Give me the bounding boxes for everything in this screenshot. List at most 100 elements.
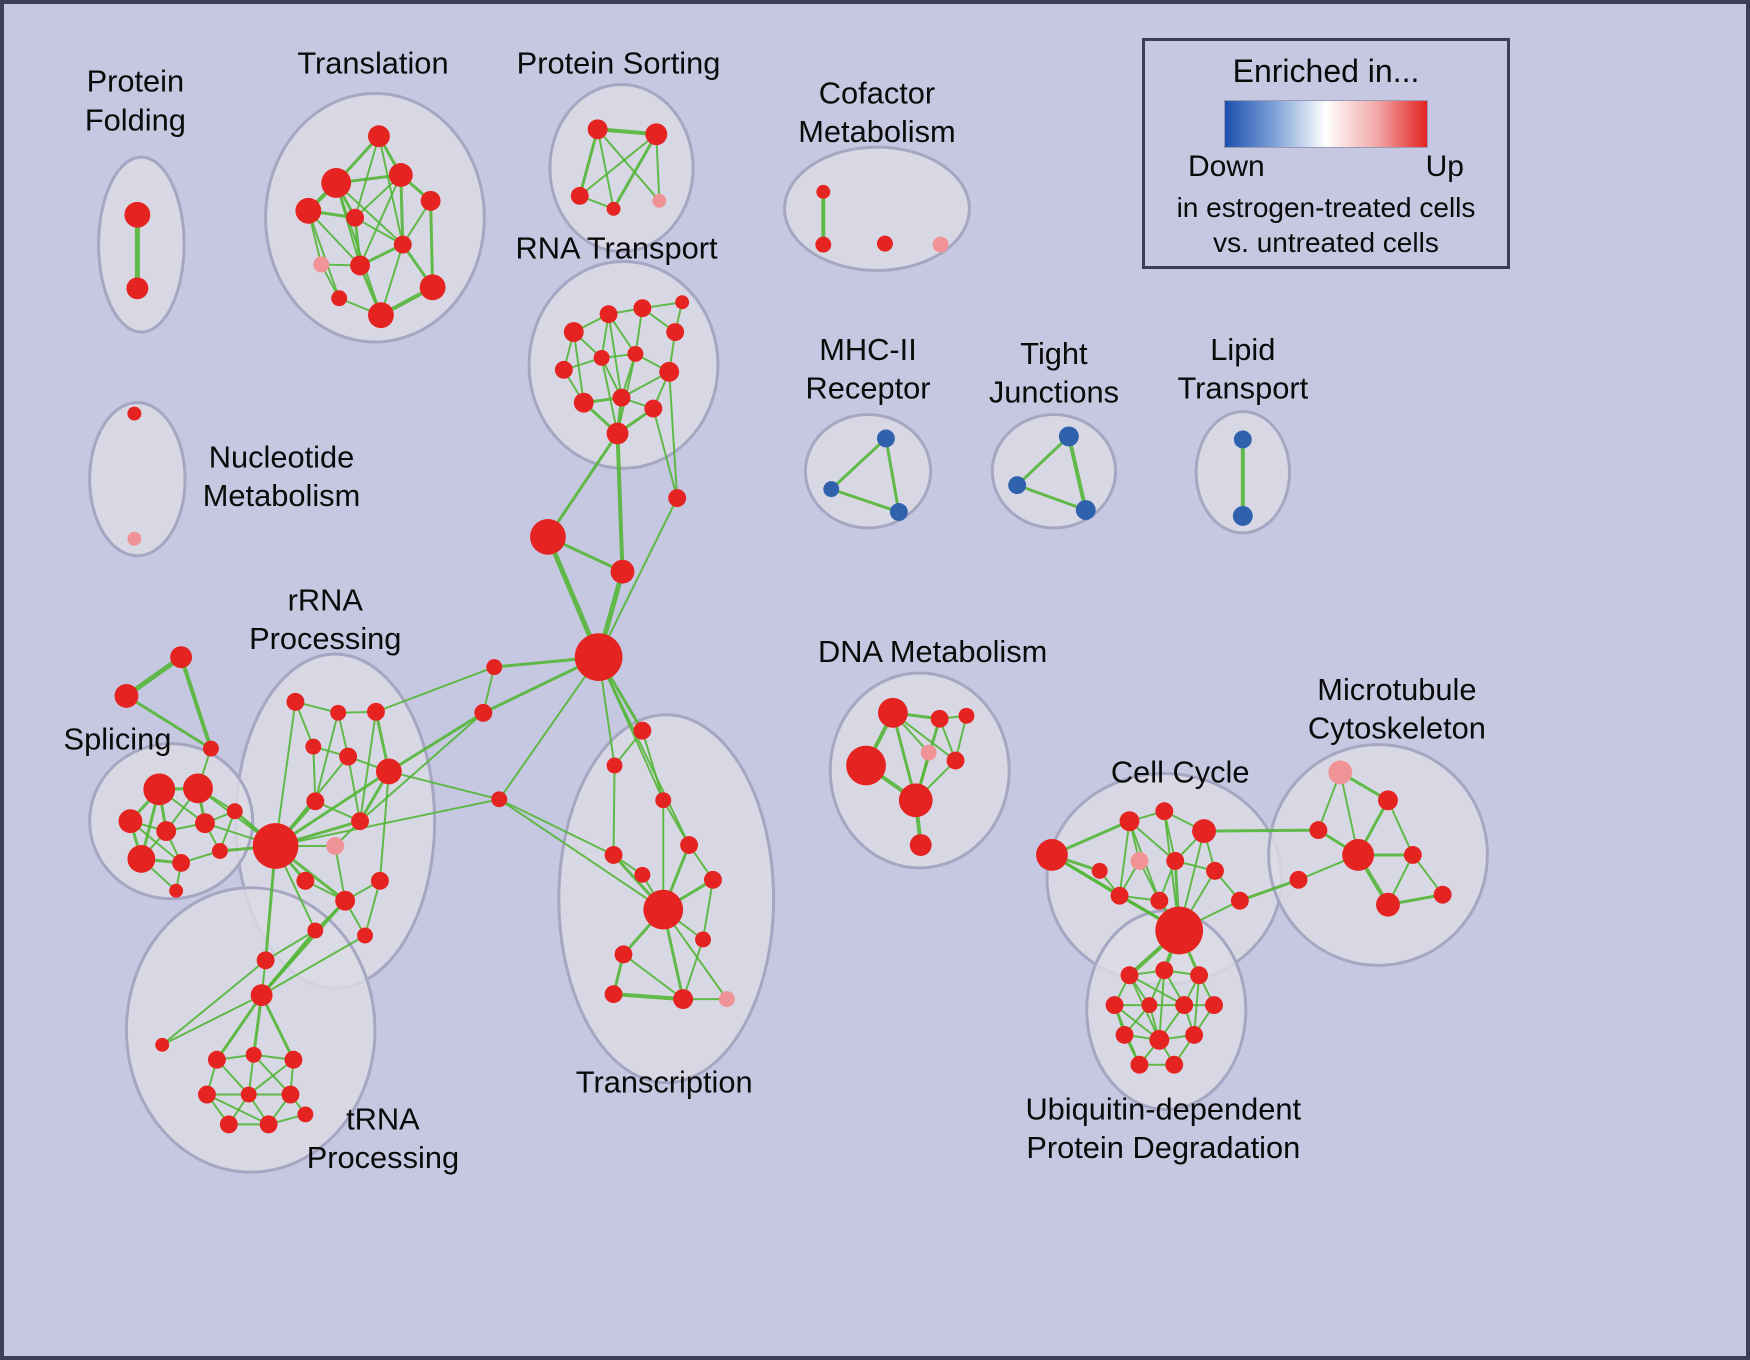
cluster-label-nucleotide-metabolism: Nucleotide (209, 439, 355, 474)
edge-cc2-cc6 (1128, 820, 1177, 862)
edge-r1-r9 (572, 331, 585, 404)
cluster-ellipse-trna-processing (124, 886, 377, 1174)
node-cc5 (1130, 851, 1149, 870)
node-tx12 (673, 989, 694, 1010)
cluster-label-rrna-processing: Processing (249, 621, 401, 656)
node-cc8 (1110, 886, 1129, 905)
node-r9 (573, 392, 594, 413)
node-l1 (1233, 430, 1252, 449)
edge-tx1-tx3 (641, 729, 665, 802)
node-t8 (350, 255, 370, 276)
edge-t6-t10 (429, 199, 435, 289)
node-cc9 (1150, 891, 1169, 910)
node-tx2 (606, 757, 623, 774)
node-rr12 (370, 871, 389, 890)
node-rr1 (286, 692, 305, 711)
node-tn7 (219, 1115, 238, 1134)
node-mc2 (1378, 790, 1398, 811)
node-d2 (930, 709, 949, 728)
node-cc1 (1036, 839, 1068, 871)
cluster-label-transcription: Transcription (576, 1065, 753, 1100)
edge-t4-t9 (354, 216, 404, 246)
node-t9 (393, 235, 412, 254)
node-u4 (1105, 996, 1124, 1015)
node-r8 (659, 361, 680, 382)
cluster-label-tight-junctions: Tight (1020, 336, 1088, 371)
edge-m1-m3 (884, 436, 901, 514)
node-ps2 (645, 123, 668, 146)
node-tx9 (614, 945, 633, 964)
node-s2 (183, 773, 213, 804)
node-u3 (1190, 966, 1209, 985)
node-br1 (668, 489, 687, 508)
edge-tn10-tn0 (161, 994, 263, 1046)
node-t6 (420, 190, 441, 211)
node-hub (574, 633, 623, 681)
node-s8 (211, 843, 228, 859)
cluster-label-rrna-processing: rRNA (288, 582, 364, 617)
node-rr14 (357, 927, 373, 944)
edge-ps1-ps5 (596, 128, 661, 202)
cluster-label-splicing: Splicing (64, 722, 172, 757)
edge-r11-br1 (652, 407, 679, 500)
node-tx6 (634, 866, 651, 883)
cluster-label-dna-metabolism: DNA Metabolism (818, 634, 1047, 669)
cluster-label-microtubule-cytoskeleton: Microtubule (1317, 672, 1476, 707)
node-r6 (593, 349, 610, 366)
node-mc1 (1328, 760, 1353, 785)
cluster-label-protein-sorting: Protein Sorting (517, 46, 721, 81)
edge-ps2-ps4 (612, 132, 658, 211)
node-c3 (876, 235, 893, 252)
node-m3 (889, 503, 908, 521)
node-tn4 (198, 1085, 216, 1104)
cluster-ellipse-splicing (88, 742, 255, 901)
node-s3 (118, 809, 143, 834)
node-tj3 (1075, 500, 1096, 520)
node-r2 (599, 305, 618, 324)
edge-cc12-mc6 (1238, 878, 1300, 903)
node-rr13 (307, 922, 324, 939)
node-tn6 (281, 1085, 300, 1104)
edge-tn0-rr11 (260, 899, 347, 997)
edge-rr3-rr9 (359, 710, 377, 823)
node-u1 (1120, 966, 1139, 985)
edge-r12-br3 (615, 431, 625, 574)
edge-ps2-ps5 (655, 133, 661, 202)
node-rr4 (305, 738, 322, 755)
node-cc12 (1230, 891, 1249, 910)
node-r10 (612, 388, 631, 407)
node-cc2 (1119, 811, 1140, 832)
node-nm2 (127, 531, 142, 546)
node-d1 (877, 697, 908, 728)
cluster-label-cofactor-metabolism: Cofactor (819, 75, 935, 110)
cluster-label-mhc-ii-receptor: Receptor (806, 371, 931, 406)
edge-rr6-rr12 (378, 770, 390, 882)
node-tx11 (604, 985, 623, 1004)
node-rr7 (306, 792, 325, 811)
node-mc7 (1376, 892, 1400, 917)
node-u7 (1205, 996, 1223, 1015)
cluster-label-nucleotide-metabolism: Metabolism (203, 478, 360, 513)
edge-rh-j1 (274, 798, 501, 848)
node-cc4 (1192, 819, 1216, 844)
node-rr9 (351, 812, 369, 831)
edge-t5-t8 (359, 173, 402, 267)
cluster-label-microtubule-cytoskeleton: Cytoskeleton (1308, 711, 1486, 746)
edge-tn3-tn5 (247, 1058, 295, 1096)
node-rr3 (367, 702, 385, 721)
node-c2 (815, 236, 832, 253)
node-tn3 (284, 1050, 303, 1069)
cluster-ellipse-mhc-ii-receptor (803, 413, 933, 530)
node-tx8 (704, 870, 722, 889)
edge-t1-t9 (335, 181, 404, 246)
node-s5 (195, 813, 215, 834)
edge-rr12-rr14 (364, 879, 381, 937)
node-ta1 (170, 646, 193, 669)
node-cc6 (1166, 851, 1185, 870)
node-s6 (127, 845, 156, 873)
node-mc3 (1309, 821, 1328, 840)
edge-m2-m3 (829, 487, 901, 514)
legend-title: Enriched in... (1232, 53, 1420, 89)
node-u6 (1175, 996, 1194, 1015)
edge-tx10-tx12 (682, 938, 705, 1001)
